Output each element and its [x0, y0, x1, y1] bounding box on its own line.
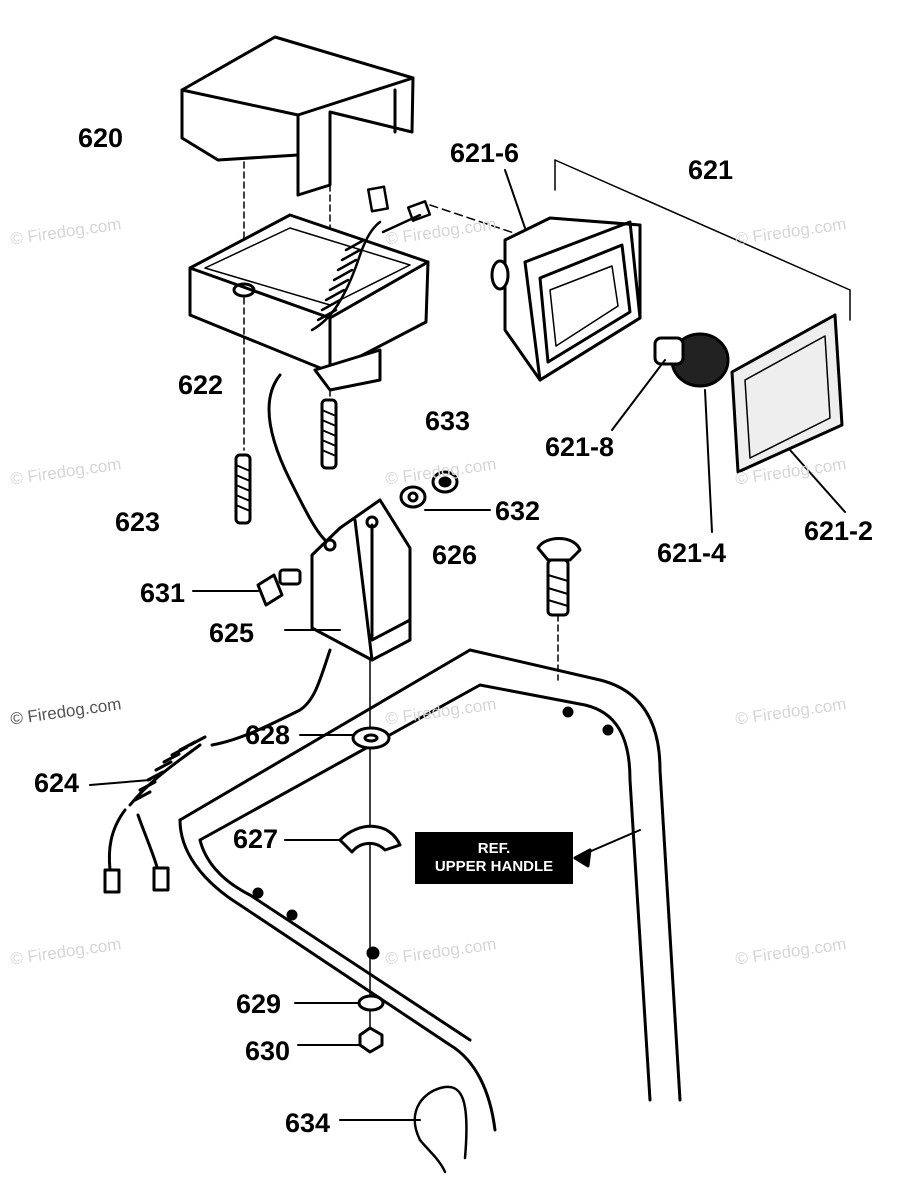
screw-623 — [234, 453, 252, 525]
washer-629 — [357, 994, 385, 1012]
callout-625: 625 — [209, 618, 255, 648]
spacer-627 — [338, 824, 402, 854]
callout-624: 624 — [34, 768, 80, 798]
reference-box-line2: UPPER HANDLE — [434, 858, 554, 875]
bracket-625 — [310, 498, 412, 662]
clip-634 — [413, 1085, 468, 1174]
reference-box-line1: REF. — [477, 840, 511, 857]
callout-629: 629 — [236, 989, 282, 1019]
callout-622: 622 — [178, 370, 224, 400]
washer-628 — [351, 726, 391, 750]
lamp-cover-620 — [180, 35, 415, 291]
callout-632: 632 — [495, 496, 541, 526]
callout-634: 634 — [285, 1108, 331, 1138]
upper-handle — [178, 648, 682, 1132]
nut-626 — [431, 470, 459, 494]
washer-632 — [399, 485, 427, 509]
callout-620: 620 — [78, 123, 124, 153]
reference-upper-handle-box: REF. UPPER HANDLE — [415, 832, 573, 884]
callout-621: 621 — [688, 155, 734, 185]
callout-631: 631 — [140, 578, 186, 608]
reflector-621-6 — [490, 216, 642, 382]
callout-628: 628 — [245, 720, 291, 750]
callout-626: 626 — [432, 540, 478, 570]
callout-621-8: 621-8 — [545, 432, 615, 462]
screw-633 — [320, 398, 338, 470]
callout-627: 627 — [233, 824, 279, 854]
callout-633: 633 — [425, 406, 471, 436]
nut-630 — [358, 1026, 384, 1054]
callout-621-6: 621-6 — [450, 138, 520, 168]
carriage-bolt — [536, 537, 582, 617]
callout-621-2: 621-2 — [804, 516, 874, 546]
housing-wire-coil — [310, 185, 521, 332]
wire-harness-624 — [103, 373, 332, 894]
callout-630: 630 — [245, 1036, 291, 1066]
callout-623: 623 — [115, 507, 161, 537]
bulb-621-4 — [653, 332, 730, 388]
bolt-631 — [256, 568, 302, 607]
lamp-housing-622 — [188, 213, 430, 451]
lens-621-2 — [730, 313, 844, 474]
callout-621-4: 621-4 — [657, 538, 727, 568]
